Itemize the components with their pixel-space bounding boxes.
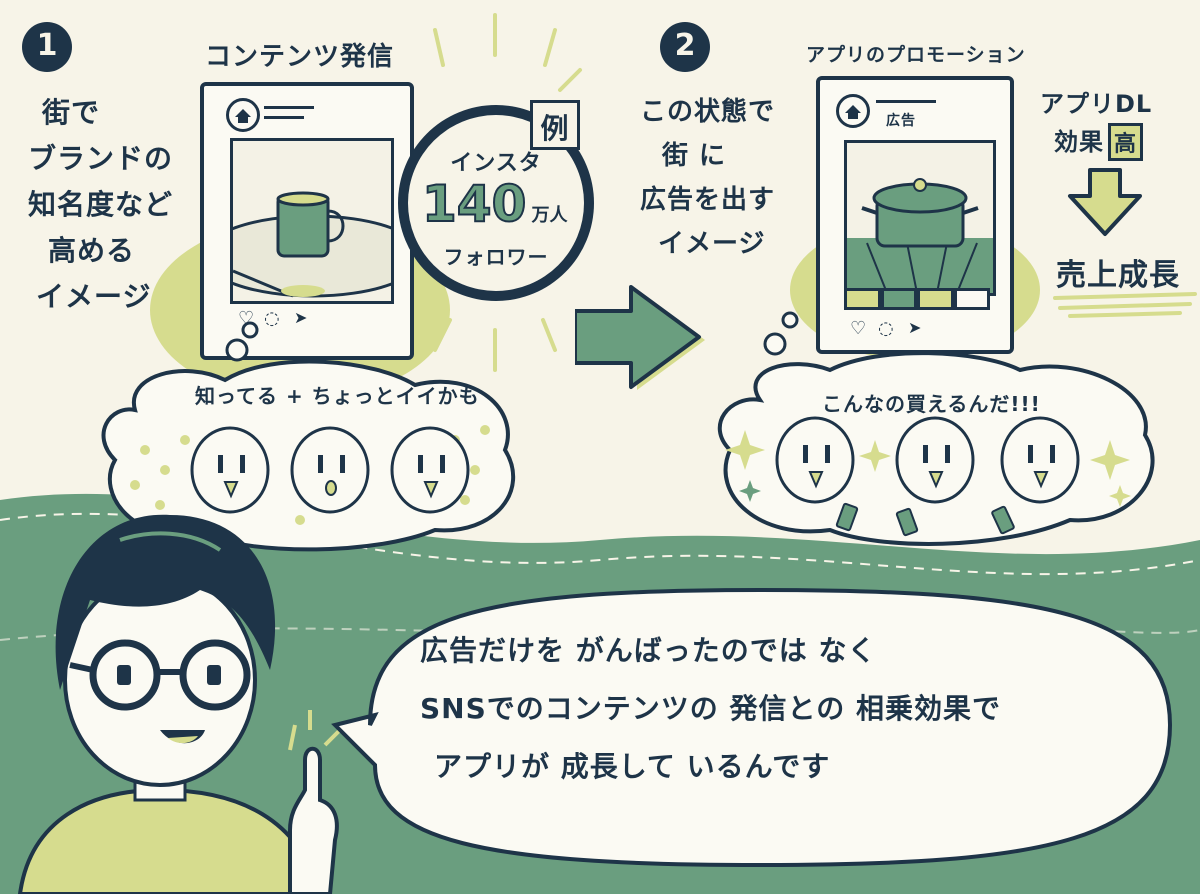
step2-number-text: 2	[674, 28, 696, 63]
dl-effect-line: アプリDL	[1040, 90, 1153, 118]
step2-phone-card: 広告 ♡ ◌ ➤	[816, 76, 1014, 354]
post-header-line	[264, 116, 304, 119]
product-thumbnail	[880, 288, 917, 310]
presenter-illustration	[17, 514, 342, 894]
speech-line: アプリが 成長して いるんです	[434, 750, 831, 783]
step1-number-text: 1	[36, 28, 58, 63]
comment-icon: ◌	[878, 318, 894, 339]
sales-underline	[1053, 292, 1197, 318]
product-thumbnail	[917, 288, 954, 310]
insta-number-row: 140 万人	[421, 174, 582, 234]
product-thumbnail	[844, 288, 881, 310]
step1-caption-line: ブランドの	[28, 142, 174, 175]
step1-caption-line: イメージ	[36, 280, 152, 313]
product-thumbnail	[953, 288, 990, 310]
post-header-line	[264, 106, 314, 109]
step2-caption-line: 街 に	[662, 141, 727, 171]
post-header-line	[876, 100, 936, 103]
step2-caption-line: この状態で	[640, 97, 776, 127]
step1-thought-bubble	[101, 321, 516, 552]
step1-phone-title: コンテンツ発信	[205, 42, 395, 72]
step2-number-badge: 2	[660, 22, 710, 72]
step1-caption-line: 知名度など	[28, 188, 174, 221]
step1-number-badge: 1	[22, 22, 72, 72]
step1-phone-card: ♡ ◌ ➤	[200, 82, 414, 360]
dl-effect-block: アプリDL 効果 高	[1040, 85, 1152, 161]
dl-effect-line: 効果	[1054, 128, 1104, 156]
coffee-photo	[230, 138, 394, 304]
arrow-down-icon	[1068, 168, 1142, 236]
speech-bubble	[331, 587, 1173, 868]
step2-thought-text: こんなの買えるんだ!!!	[822, 392, 1041, 416]
product-thumbnail-row	[844, 288, 990, 310]
heart-icon: ♡	[850, 318, 867, 339]
step2-caption-line: イメージ	[658, 229, 766, 259]
pot-photo	[844, 140, 996, 296]
example-badge: 例	[530, 100, 580, 150]
dl-effect-row: 効果 高	[1040, 123, 1152, 161]
insta-unit: 万人	[531, 205, 568, 226]
step1-caption: 街で ブランドの 知名度など 高める イメージ	[28, 90, 173, 320]
arrow-right-icon	[575, 285, 705, 390]
ad-label: 広告	[886, 113, 916, 129]
home-icon	[226, 98, 260, 132]
step2-thought-bubble	[717, 311, 1155, 546]
insta-label: インスタ	[450, 151, 542, 176]
step2-phone-title: アプリのプロモーション	[806, 44, 1026, 66]
step1-thought-text: 知ってる + ちょっとイイかも	[195, 384, 480, 408]
step1-caption-line: 高める	[48, 234, 136, 267]
speech-line: 広告だけを がんばったのでは なく	[420, 634, 877, 667]
example-badge-text: 例	[540, 112, 570, 145]
send-icon: ➤	[908, 318, 922, 337]
step2-caption-line: 広告を出す	[640, 185, 776, 215]
insta-number: 140	[421, 174, 527, 234]
home-icon	[836, 94, 870, 128]
dl-effect-badge: 高	[1108, 123, 1144, 161]
comment-icon: ◌	[264, 308, 280, 329]
sales-growth-text: 売上成長	[1056, 258, 1180, 293]
insta-follower-label: フォロワー	[443, 245, 549, 269]
step2-caption: この状態で 街 に 広告を出す イメージ	[640, 90, 775, 266]
send-icon: ➤	[294, 308, 308, 327]
insta-follower-inner: インスタ 140 万人 フォロワー	[408, 115, 584, 291]
insta-sparkle-rays	[433, 13, 582, 372]
speech-line: SNSでのコンテンツの 発信との 相乗効果で	[420, 692, 1001, 725]
speech-text: 広告だけを がんばったのでは なく SNSでのコンテンツの 発信との 相乗効果で…	[420, 622, 1001, 796]
step1-caption-line: 街で	[42, 96, 101, 129]
